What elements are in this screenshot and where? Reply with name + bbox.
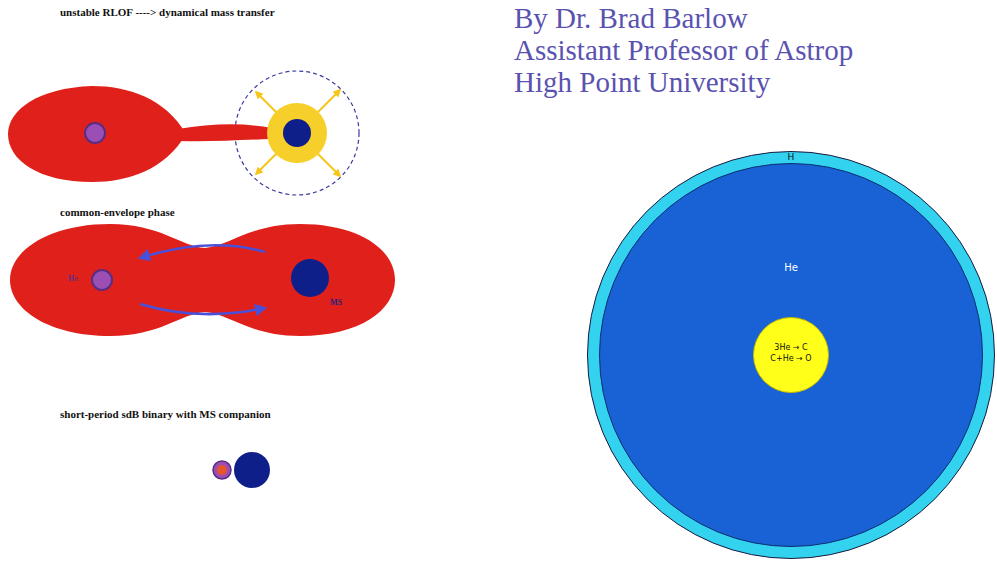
author-line: Assistant Professor of Astrop xyxy=(514,34,853,67)
outflow-arrow xyxy=(256,92,276,112)
hydrogen-shell: 3He → C C+He → O He H xyxy=(587,151,995,559)
ms-star xyxy=(234,452,270,488)
sdb-panel xyxy=(213,452,270,488)
rlof-panel xyxy=(8,71,359,195)
reaction-text: 3He → C xyxy=(754,344,828,353)
outflow-arrow xyxy=(318,154,340,176)
common-envelope xyxy=(10,224,395,336)
reaction-text: C+He → O xyxy=(754,355,828,364)
ce-panel xyxy=(10,224,395,336)
author-line: High Point University xyxy=(514,66,770,99)
outflow-arrow xyxy=(318,90,340,112)
giant-core xyxy=(85,123,105,143)
star-label: He xyxy=(68,274,78,283)
he-core xyxy=(92,270,112,290)
ms-star xyxy=(291,259,329,297)
star-label: MS xyxy=(330,298,342,307)
giant-lobe xyxy=(8,86,186,182)
sdb-core xyxy=(217,465,227,475)
outflow-arrow xyxy=(256,154,276,174)
panel-heading: short-period sdB binary with MS companio… xyxy=(60,408,271,421)
panel-heading: unstable RLOF ----> dynamical mass trans… xyxy=(60,6,275,19)
panel-heading: common-envelope phase xyxy=(60,206,175,219)
sdb-star xyxy=(213,461,231,479)
burning-core: 3He → C C+He → O xyxy=(753,317,829,393)
author-line: By Dr. Brad Barlow xyxy=(514,2,748,35)
orbit-arrow xyxy=(140,304,265,314)
layer-label: H xyxy=(588,153,994,163)
layer-label: He xyxy=(600,262,982,273)
mass-stream xyxy=(178,124,272,141)
helium-layer: 3He → C C+He → O He xyxy=(599,163,983,547)
orbit-arrow xyxy=(140,245,265,258)
ms-star xyxy=(283,119,311,147)
